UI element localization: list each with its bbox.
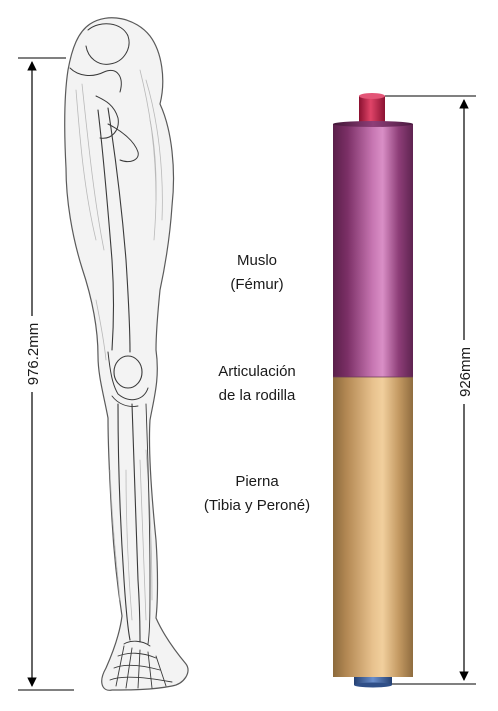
knee-label-line1: Articulación (218, 363, 296, 380)
thigh-label-line2: (Fémur) (230, 276, 283, 293)
thigh-cylinder-top-face (333, 121, 413, 127)
lower-leg-cylinder (333, 377, 413, 677)
knee-label-line2: de la rodilla (219, 387, 296, 404)
lower-leg-label-line2: (Tibia y Peroné) (204, 497, 310, 514)
leg-illustration (65, 18, 188, 690)
thigh-cylinder (333, 124, 413, 377)
cylinder-model (333, 93, 413, 688)
bottom-cap-face (354, 683, 392, 688)
lower-leg-label-line1: Pierna (235, 473, 279, 490)
thigh-label-line1: Muslo (237, 252, 277, 269)
leg-silhouette (65, 18, 188, 690)
top-cap (359, 96, 385, 124)
top-cap-face (359, 93, 385, 99)
segment-labels: Muslo (Fémur) Articulación de la rodilla… (204, 252, 310, 514)
left-dimension-label: 976.2mm (25, 323, 42, 386)
right-dimension-label: 926mm (457, 347, 474, 397)
